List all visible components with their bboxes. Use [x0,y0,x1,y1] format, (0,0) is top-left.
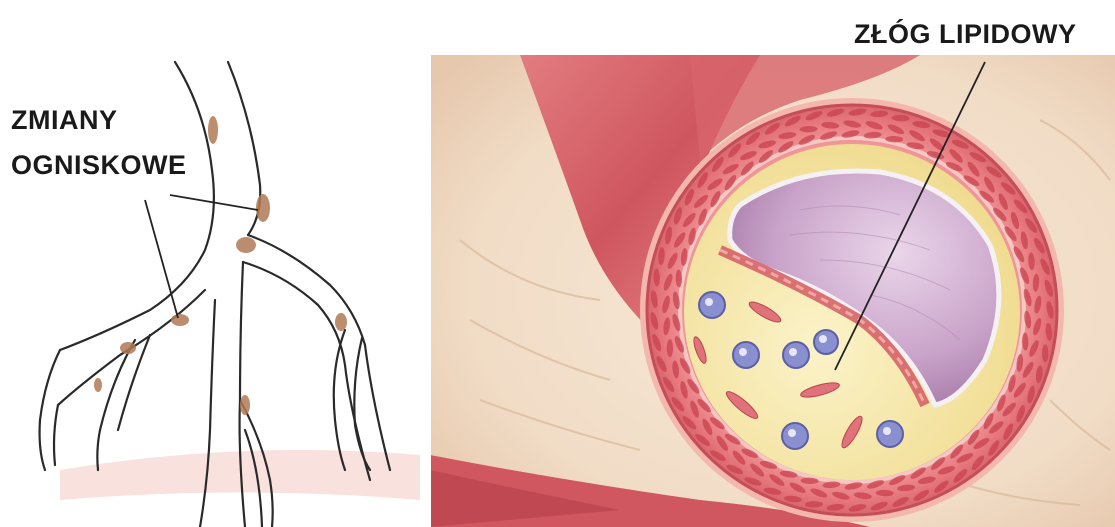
focal-lesions-label-line2: OGNISKOWE [11,150,187,180]
wall-cell [667,339,673,357]
artery-cross-section-illustration [430,55,1115,527]
panel-divider [426,55,431,527]
focal-lesions-label-line1: ZMIANY [11,105,118,135]
lipid-deposit-label: ZŁÓG LIPIDOWY [854,18,1077,49]
